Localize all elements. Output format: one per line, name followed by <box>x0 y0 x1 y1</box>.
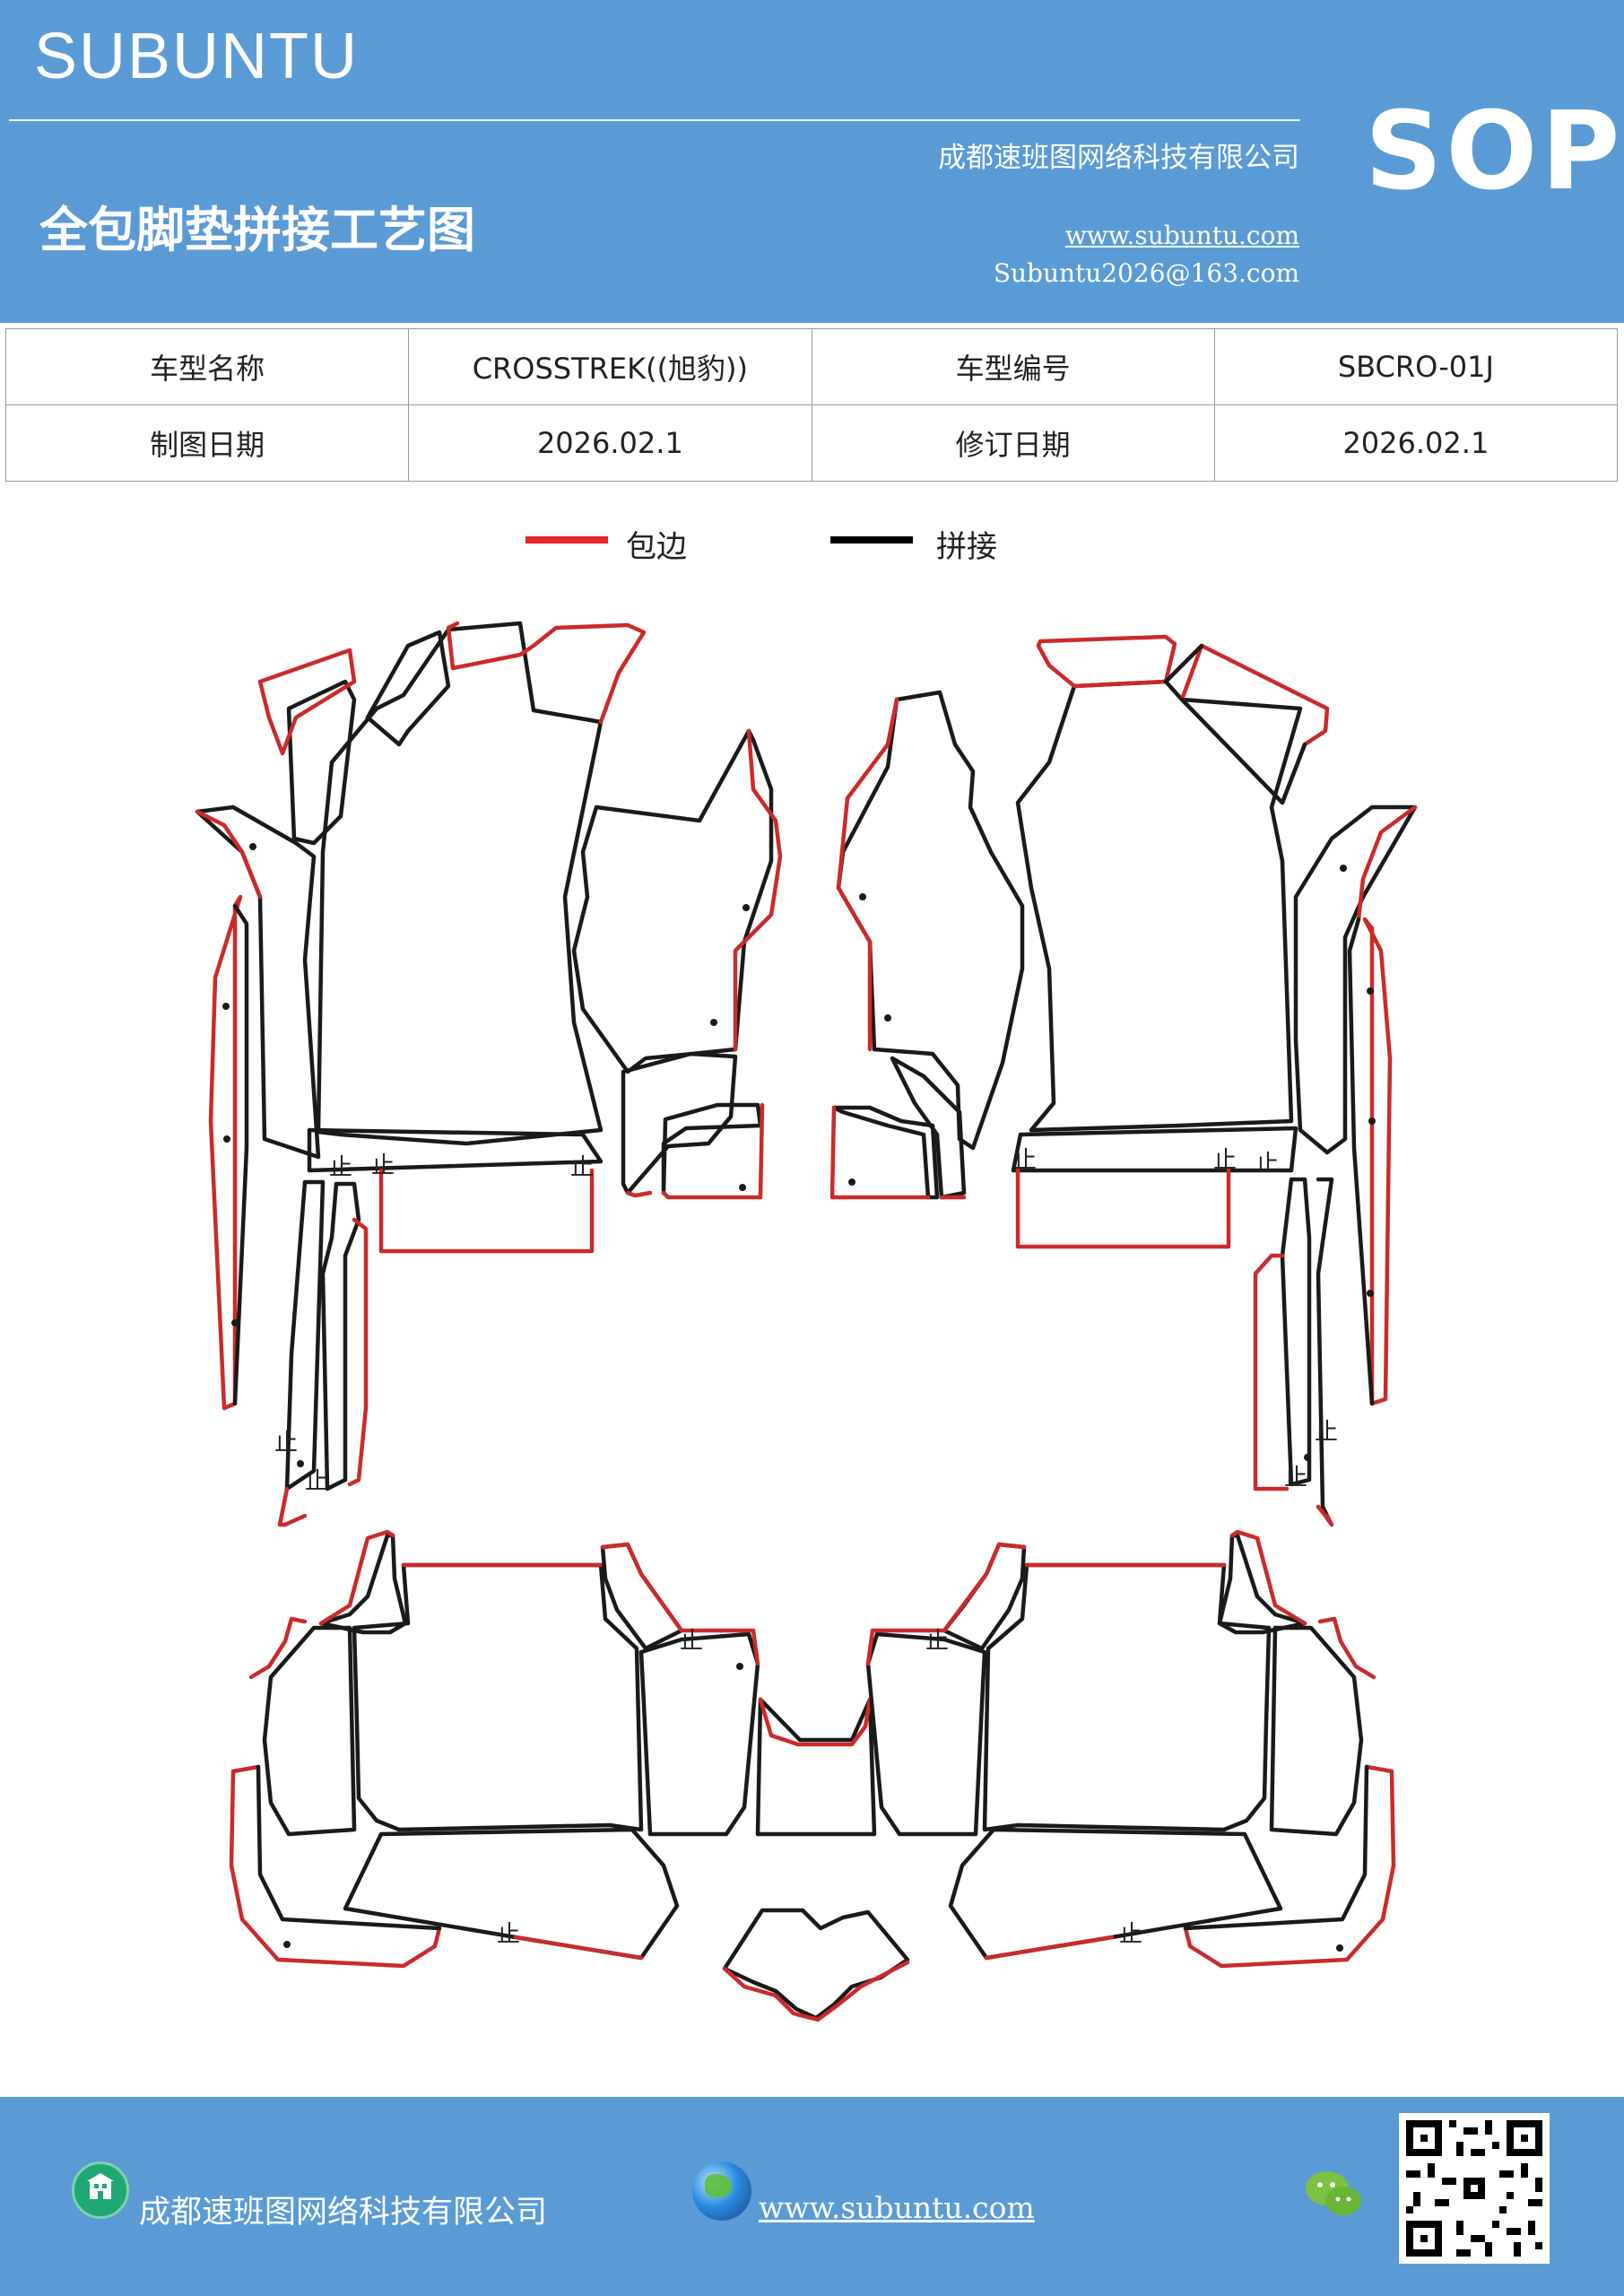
rear-center-pad <box>722 1908 910 2021</box>
brand-name: SUBUNTU <box>34 21 360 92</box>
stop-mark: 止 <box>680 1628 703 1655</box>
legend-join-swatch <box>830 536 913 544</box>
wechat-icon[interactable] <box>1302 2167 1365 2221</box>
heel-pad-piece <box>365 630 451 747</box>
header-email: Subuntu2026@163.com <box>993 258 1299 288</box>
model-code-label: 车型编号 <box>811 328 1215 405</box>
stop-mark: 止 <box>371 1152 395 1179</box>
passenger-side-wall <box>571 728 774 1074</box>
rear-right-main-mat <box>982 1562 1272 1832</box>
page-title: 全包脚垫拼接工艺图 <box>39 201 475 258</box>
rear-mat-group <box>229 1529 1396 2022</box>
building-icon <box>72 2161 129 2219</box>
stop-mark: 止 <box>1213 1147 1237 1174</box>
side-pad-piece <box>286 679 357 846</box>
rear-right-front-panel <box>948 1827 1283 1961</box>
rear-left-front-panel <box>343 1827 680 1961</box>
stop-markers: 止 止 止 止 止 止 止 止 止 止 止 止 止 止 <box>274 1147 1338 1948</box>
driver-side-wall <box>836 690 1025 1151</box>
driver-front-extension <box>378 1168 595 1254</box>
legend-edge-label: 包边 <box>626 529 687 565</box>
driver-front-strip <box>307 1127 604 1173</box>
info-row: 制图日期 2026.02.1 修订日期 2026.02.1 <box>4 404 1619 482</box>
stop-mark: 止 <box>925 1628 949 1655</box>
rear-left-corner-b <box>318 1533 408 1635</box>
right-long-strip <box>1362 917 1393 1406</box>
revise-date-value: 2026.02.1 <box>1213 404 1619 482</box>
footer-banner: 成都速班图网络科技有限公司 www.subuntu.com <box>0 2097 1624 2296</box>
center-hump-right <box>890 1056 967 1200</box>
revise-date-label: 修订日期 <box>811 404 1215 482</box>
sop-badge: SOP <box>1365 90 1624 214</box>
corner-edge-piece <box>257 648 357 756</box>
model-name-label: 车型名称 <box>4 328 410 405</box>
info-row: 车型名称 CROSSTREK((旭豹)) 车型编号 SBCRO-01J <box>4 328 1619 405</box>
qr-code <box>1399 2113 1550 2264</box>
legend-edge-swatch <box>525 536 608 544</box>
header-company: 成都速班图网络科技有限公司 <box>938 142 1299 174</box>
header-divider <box>9 119 1300 121</box>
footer-company: 成都速班图网络科技有限公司 <box>139 2195 548 2231</box>
footer-website-link[interactable]: www.subuntu.com <box>759 2190 1035 2225</box>
front-right-mat-group <box>829 634 1418 1527</box>
draw-date-label: 制图日期 <box>4 404 410 482</box>
rear-center-tunnel <box>755 1697 877 1837</box>
info-table: 车型名称 CROSSTREK((旭豹)) 车型编号 SBCRO-01J 制图日期… <box>4 328 1619 482</box>
rear-left-main-mat <box>352 1562 644 1832</box>
driver-main-mat <box>316 621 604 1146</box>
center-hump-left <box>621 1051 738 1196</box>
stop-mark: 止 <box>329 1154 352 1181</box>
stop-mark: 止 <box>1315 1419 1338 1446</box>
header-website-link[interactable]: www.subuntu.com <box>1064 221 1299 250</box>
stop-mark: 止 <box>305 1468 328 1495</box>
draw-date-value: 2026.02.1 <box>408 404 812 482</box>
rear-left-corner-a <box>600 1542 684 1651</box>
stop-mark: 止 <box>274 1430 298 1457</box>
front-left-mat-group <box>195 621 783 1527</box>
stop-mark: 止 <box>570 1154 594 1181</box>
stop-mark: 止 <box>1119 1921 1142 1948</box>
globe-icon <box>692 2161 751 2221</box>
rear-left-side-panel <box>638 1631 760 1837</box>
legend-join-label: 拼接 <box>936 529 997 565</box>
left-vertical-strip-b <box>320 1181 361 1492</box>
rear-left-outer-panel <box>262 1625 357 1837</box>
header-banner: SUBUNTU 成都速班图网络科技有限公司 全包脚垫拼接工艺图 www.subu… <box>0 0 1624 323</box>
rear-right-outer-edge <box>1183 1764 1396 1969</box>
passenger-front-strip <box>1011 1126 1298 1173</box>
legend: 包边 拼接 <box>0 520 1624 574</box>
rear-left-outer-edge <box>229 1764 442 1969</box>
rear-right-corner-b <box>1217 1533 1307 1635</box>
model-code-value: SBCRO-01J <box>1213 328 1619 405</box>
stop-mark: 止 <box>1284 1465 1307 1492</box>
right-vertical-strip-a <box>1280 1177 1312 1487</box>
passenger-front-extension <box>1015 1168 1231 1249</box>
stop-mark: 止 <box>1013 1147 1037 1174</box>
left-vertical-strip-a <box>284 1179 326 1492</box>
rear-right-side-panel <box>865 1631 987 1837</box>
passenger-main-mat <box>1015 679 1303 1133</box>
rear-right-corner-a <box>942 1542 1027 1651</box>
right-door-sill <box>1293 804 1418 1155</box>
left-long-strip <box>208 894 243 1411</box>
rear-right-outer-panel <box>1269 1625 1364 1837</box>
stop-mark: 止 <box>497 1921 520 1948</box>
model-name-value: CROSSTREK((旭豹)) <box>408 328 812 405</box>
stop-mark: 止 <box>1255 1151 1279 1178</box>
